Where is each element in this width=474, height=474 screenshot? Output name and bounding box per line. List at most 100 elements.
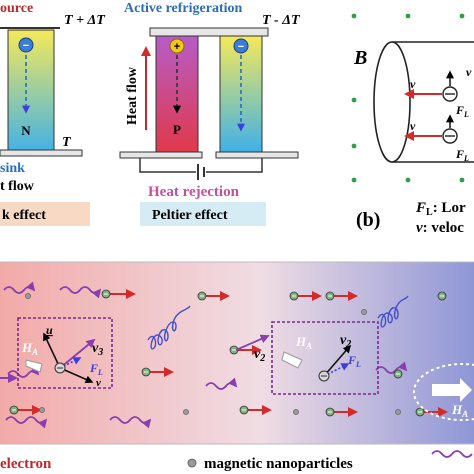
wave xyxy=(375,361,408,374)
peltier-effect-label: Peltier effect xyxy=(152,208,228,223)
svg-text:−: − xyxy=(238,41,244,53)
h-a-label: HA xyxy=(21,340,38,357)
wave xyxy=(5,416,48,429)
electron xyxy=(197,291,230,301)
nanofluid-channel: HA u v3 FL v v2 HA v2 FL HA xyxy=(0,261,474,458)
n-leg-label: N xyxy=(21,123,31,138)
cold-temp-label: T - ΔT xyxy=(262,13,301,28)
heat-rejection-label: Heat rejection xyxy=(148,184,240,200)
heat-flow-label: t flow xyxy=(0,179,35,194)
v2-label: v2 xyxy=(340,333,351,350)
hot-plate-right xyxy=(215,151,299,159)
velocity-label: v xyxy=(410,77,416,91)
field-dot xyxy=(351,13,357,19)
circuit-wire-right xyxy=(206,158,263,173)
electron xyxy=(229,345,262,355)
electrons xyxy=(9,289,448,417)
magnetic-field-arrow xyxy=(432,378,472,402)
legend: electron magnetic nanoparticles xyxy=(0,456,353,472)
nanoparticle xyxy=(361,309,367,315)
peltier-effect-box xyxy=(140,202,266,226)
h-a-label: HA xyxy=(295,334,312,351)
velocity-label: v xyxy=(410,119,416,133)
electron xyxy=(141,367,174,377)
field-dot xyxy=(351,177,357,183)
electron xyxy=(437,291,447,301)
electron xyxy=(9,405,42,415)
electron-icon xyxy=(442,128,458,144)
nanoparticle xyxy=(395,409,401,415)
v2-incoming-vector xyxy=(235,334,270,351)
t-label: T xyxy=(62,135,72,150)
magnetic-field-arrow xyxy=(25,359,43,373)
svg-text:+: + xyxy=(174,41,180,53)
magnetic-field-arrow xyxy=(281,351,303,369)
electron-icon xyxy=(442,86,458,102)
circuit-wire-left xyxy=(139,158,196,173)
heat-source-label: ource xyxy=(0,1,33,16)
field-region-ellipse xyxy=(413,363,474,421)
h-a-label-right: HA xyxy=(451,402,468,419)
cold-plate xyxy=(149,27,269,37)
heat-sink-label: sink xyxy=(0,161,25,176)
u-label: u xyxy=(46,323,53,337)
conductor-cylinder-end xyxy=(373,41,411,163)
wave xyxy=(59,286,102,299)
seebeck-panel: ource T + ΔT − N T sink t flow k effect xyxy=(0,1,106,226)
panel-letter-b: (b) xyxy=(356,209,380,231)
u-vector xyxy=(43,332,61,369)
lorentz-force-label: FL xyxy=(455,147,469,163)
wave xyxy=(205,377,238,390)
v-parallel-label: v xyxy=(96,377,101,389)
velocity-label-2: v xyxy=(466,65,472,79)
field-dot xyxy=(459,177,465,183)
field-dot xyxy=(459,13,465,19)
v2-label-outer: v2 xyxy=(254,347,265,364)
nanoparticle xyxy=(293,409,299,415)
electron xyxy=(101,289,136,299)
legend-electron-label: electron xyxy=(0,456,52,472)
legend-lorentz-force: FL: Lor xyxy=(415,200,466,218)
fl-label: FL xyxy=(89,361,103,377)
electron-carrier-icon-2 xyxy=(233,38,249,54)
svg-text:−: − xyxy=(23,40,29,52)
field-b-label: B xyxy=(353,47,367,69)
peltier-panel: Active refrigeration T - ΔT + P − Heat f… xyxy=(119,1,301,226)
bottom-plate xyxy=(0,149,83,157)
hot-plate-left xyxy=(119,151,203,159)
field-dot xyxy=(405,177,411,183)
conductor-cylinder-body xyxy=(392,41,474,163)
legend-nanoparticles-label: magnetic nanoparticles xyxy=(204,456,353,472)
legend-wave xyxy=(431,450,473,458)
hot-temp-label: T + ΔT xyxy=(64,13,106,28)
electron xyxy=(415,407,448,417)
phonon-waves xyxy=(3,281,473,458)
legend-velocity: v: veloc xyxy=(416,220,464,236)
wave xyxy=(109,416,152,429)
electron xyxy=(289,291,322,301)
hole-carrier-icon xyxy=(169,38,185,54)
helical-trajectory xyxy=(377,295,409,328)
wave xyxy=(7,365,40,378)
nanoparticle xyxy=(39,407,45,413)
lorentz-panel: B v v FL v FL (b) FL: Lor v: veloc xyxy=(351,13,474,236)
v3-label: v3 xyxy=(92,341,103,358)
heat-flow-vertical-label: Heat flow xyxy=(125,66,140,125)
field-dots xyxy=(351,13,465,183)
field-dot xyxy=(405,13,411,19)
electron xyxy=(393,369,403,379)
electron-center-left xyxy=(43,332,96,384)
seebeck-effect-label: k effect xyxy=(2,208,46,223)
electron xyxy=(325,407,358,417)
peltier-title: Active refrigeration xyxy=(124,1,243,16)
electron-center-right xyxy=(318,344,352,382)
electron-carrier-icon xyxy=(18,37,34,53)
zoom-box-left xyxy=(17,317,113,389)
electron xyxy=(239,405,272,415)
field-dot xyxy=(351,97,357,103)
electron xyxy=(325,291,358,301)
v2-vector xyxy=(323,344,352,377)
nanoparticle xyxy=(25,293,31,299)
nanoparticle xyxy=(183,409,189,415)
